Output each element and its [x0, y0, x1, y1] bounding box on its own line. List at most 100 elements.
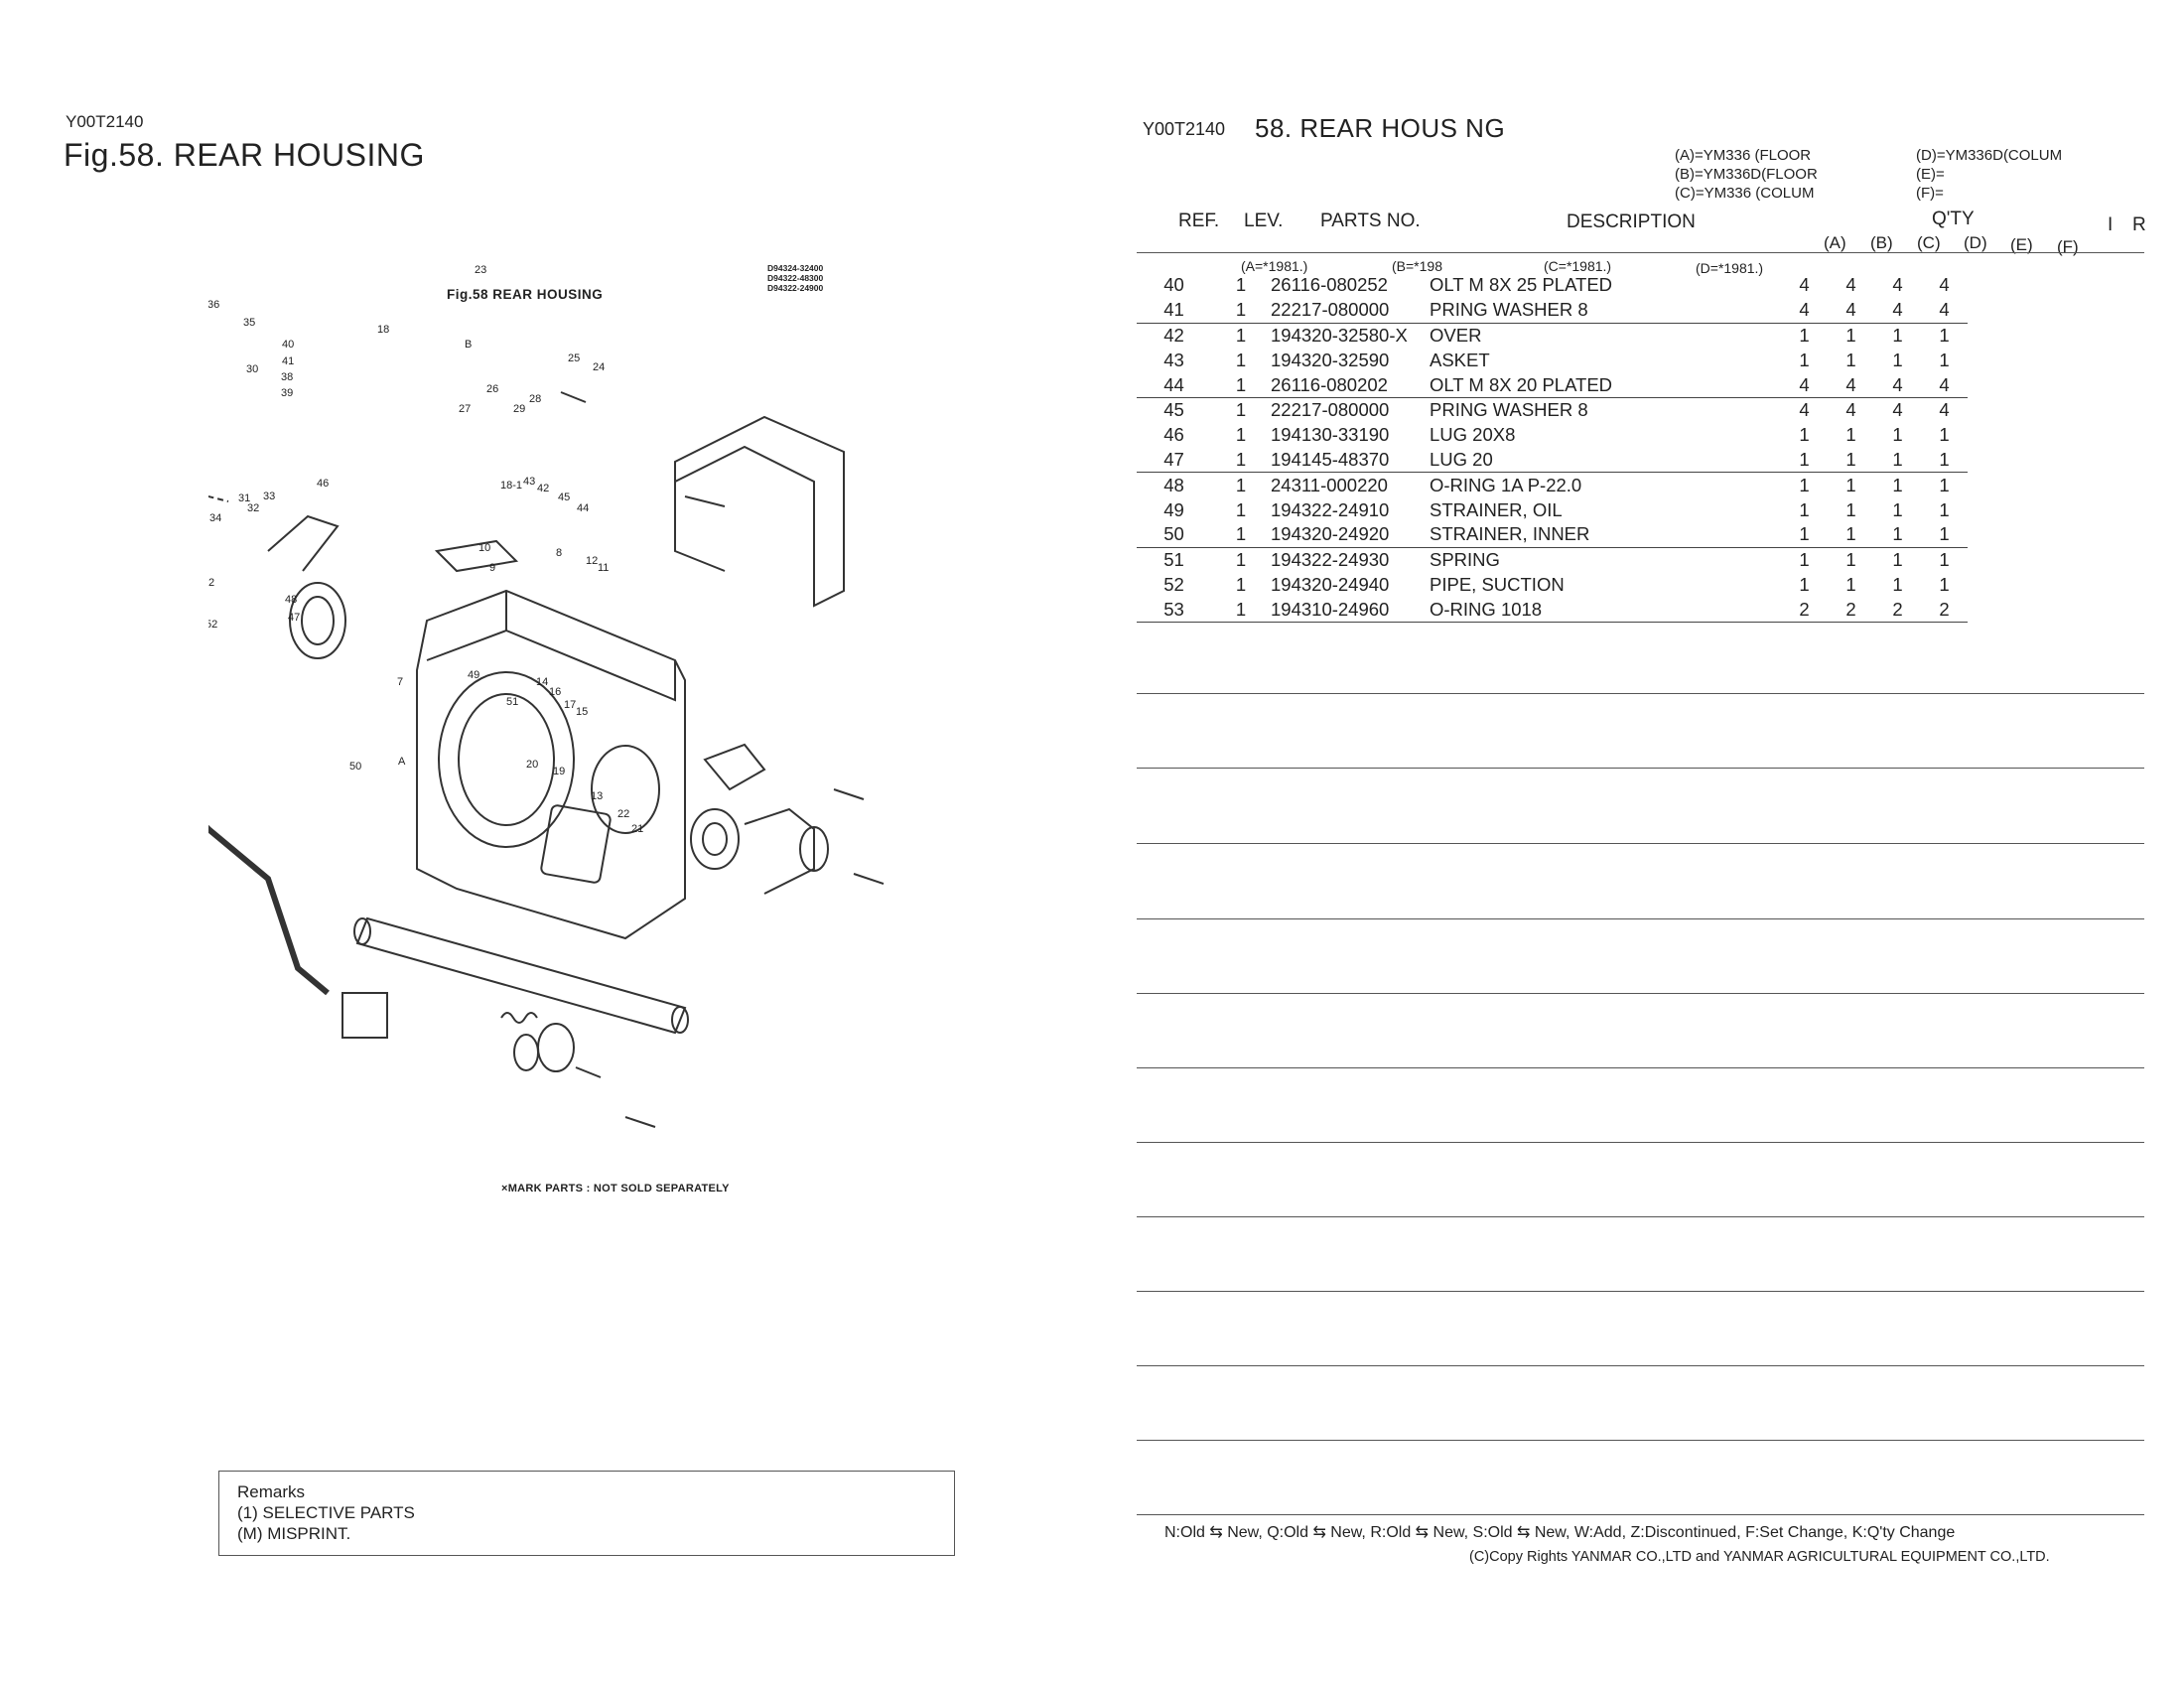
right-page-title: 58. REAR HOUS NG [1255, 113, 1506, 143]
row-description: PRING WASHER 8 [1430, 399, 1588, 421]
callout-label: 17 [564, 699, 576, 711]
row-qty-a: 1 [1799, 549, 1810, 571]
callout-label: 24 [593, 361, 605, 373]
callout-label: 52 [208, 619, 217, 631]
footer-rule [1137, 1514, 2144, 1515]
row-lev: 1 [1235, 474, 1247, 495]
callout-label: 34 [209, 512, 221, 524]
callout-label: 8 [556, 547, 562, 559]
row-lev: 1 [1235, 324, 1247, 346]
row-description: OVER [1430, 324, 1482, 346]
row-qty-c: 4 [1892, 274, 1903, 296]
table-row: 45 1 22217-080000 PRING WASHER 8 4 4 4 4 [1137, 397, 1968, 422]
row-qty-d: 1 [1939, 349, 1950, 370]
row-qty-d: 4 [1939, 399, 1950, 421]
row-part-number: 194130-33190 [1271, 424, 1390, 446]
housing-bore [438, 671, 575, 848]
row-qty-d: 4 [1921, 372, 1968, 398]
row-qty-b: 1 [1845, 573, 1856, 595]
row-qty-b: 1 [1845, 324, 1856, 346]
top-cover-part [434, 539, 519, 573]
figure-caption: Fig.58 REAR HOUSING [447, 287, 604, 302]
callout-label: 36 [208, 299, 219, 311]
serial-d: (D=*1981.) [1696, 260, 1764, 276]
row-part-number: 26116-080252 [1271, 274, 1388, 296]
row-qty-b: 1 [1845, 474, 1856, 495]
row-qty-a: 4 [1781, 297, 1828, 324]
row-qty-a: 1 [1781, 521, 1828, 548]
housing-bore-right [591, 745, 660, 834]
row-qty-a: 1 [1799, 424, 1810, 446]
callout-label: 47 [288, 612, 300, 624]
callout-label: 40 [282, 339, 294, 351]
row-qty-d: 4 [1921, 297, 1968, 324]
figure-stamp: D94324-32400 D94322-48300 D94322-24900 [767, 263, 823, 293]
row-qty-d: 1 [1921, 521, 1968, 548]
row-ref: 50 [1137, 521, 1211, 548]
header-ref: REF. [1178, 211, 1220, 231]
callout-label: 26 [486, 383, 498, 395]
row-ref: 41 [1137, 297, 1211, 324]
row-qty-c: 4 [1874, 297, 1921, 324]
callout-label: A [398, 756, 406, 768]
inner-strainer-part [341, 992, 388, 1039]
right-doc-code: Y00T2140 [1143, 119, 1226, 139]
callout-label: 45 [558, 492, 570, 503]
row-ref: 42 [1163, 324, 1184, 346]
header-description: DESCRIPTION [1567, 211, 1696, 232]
row-part-number: 22217-080000 [1271, 297, 1430, 324]
callout-label: 50 [349, 761, 361, 773]
callout-label: 25 [568, 352, 580, 364]
row-part-number: 26116-080202 [1271, 372, 1430, 398]
row-qty-b: 4 [1845, 399, 1856, 421]
model-entry: (C)=YM336 (COLUM [1675, 185, 1815, 202]
row-qty-a: 2 [1781, 597, 1828, 624]
callout-label: 18-1 [500, 480, 522, 492]
housing-body [416, 589, 686, 940]
table-row: 53 1 194310-24960 O-RING 1018 2 2 2 2 [1137, 597, 1968, 624]
qty-col-c: (C) [1917, 233, 1941, 252]
row-qty-a: 4 [1781, 372, 1828, 398]
model-entry: (F)= [1916, 185, 1944, 202]
row-part-number: 194310-24960 [1271, 597, 1430, 624]
header-lev: LEV. [1244, 211, 1284, 231]
flange-part [289, 582, 346, 659]
row-ref: 46 [1163, 424, 1184, 446]
row-lev: 1 [1235, 549, 1247, 571]
serial-b: (B=*198 [1392, 258, 1442, 274]
callout-label: 15 [576, 706, 588, 718]
suction-pipe-part [208, 824, 330, 996]
callout-label: 32 [247, 502, 259, 514]
row-part-number: 194320-24940 [1271, 573, 1390, 595]
row-lev: 1 [1211, 372, 1271, 398]
row-description: OLT M 8X 25 PLATED [1430, 274, 1613, 296]
header-rule [1137, 252, 2144, 253]
remarks-line: (1) SELECTIVE PARTS [237, 1503, 415, 1522]
table-row: 48 1 24311-000220 O-RING 1A P-22.0 1 1 1… [1137, 473, 1968, 497]
callout-label: 43 [523, 476, 535, 488]
row-qty-b: 1 [1845, 349, 1856, 370]
row-lev: 1 [1235, 274, 1247, 296]
remarks-line: (M) MISPRINT. [237, 1524, 351, 1543]
qty-col-f: (F) [2057, 237, 2079, 256]
qty-col-a: (A) [1824, 233, 1846, 252]
callout-label: 39 [281, 387, 293, 399]
row-description: PRING WASHER 8 [1430, 297, 1781, 324]
copyright-notice: (C)Copy Rights YANMAR CO.,LTD and YANMAR… [1469, 1549, 2050, 1565]
table-row: 41 1 22217-080000 PRING WASHER 8 4 4 4 4 [1137, 297, 1968, 324]
row-lev: 1 [1211, 447, 1271, 474]
model-entry: (D)=YM336D(COLUM [1916, 147, 2063, 164]
table-row: 50 1 194320-24920 STRAINER, INNER 1 1 1 … [1137, 521, 1968, 548]
qty-col-e: (E) [2010, 235, 2033, 254]
empty-rule [1137, 1440, 2144, 1441]
row-qty-a: 1 [1799, 573, 1810, 595]
empty-rule [1137, 1067, 2144, 1068]
row-qty-c: 1 [1874, 521, 1921, 548]
callout-label: 30 [246, 363, 258, 375]
header-i: I [2108, 214, 2114, 235]
row-qty-a: 1 [1781, 447, 1828, 474]
table-row: 47 1 194145-48370 LUG 20 1 1 1 1 [1137, 447, 1968, 474]
row-ref: 48 [1163, 474, 1184, 495]
row-lev: 1 [1211, 597, 1271, 624]
row-description: OLT M 8X 20 PLATED [1430, 372, 1781, 398]
